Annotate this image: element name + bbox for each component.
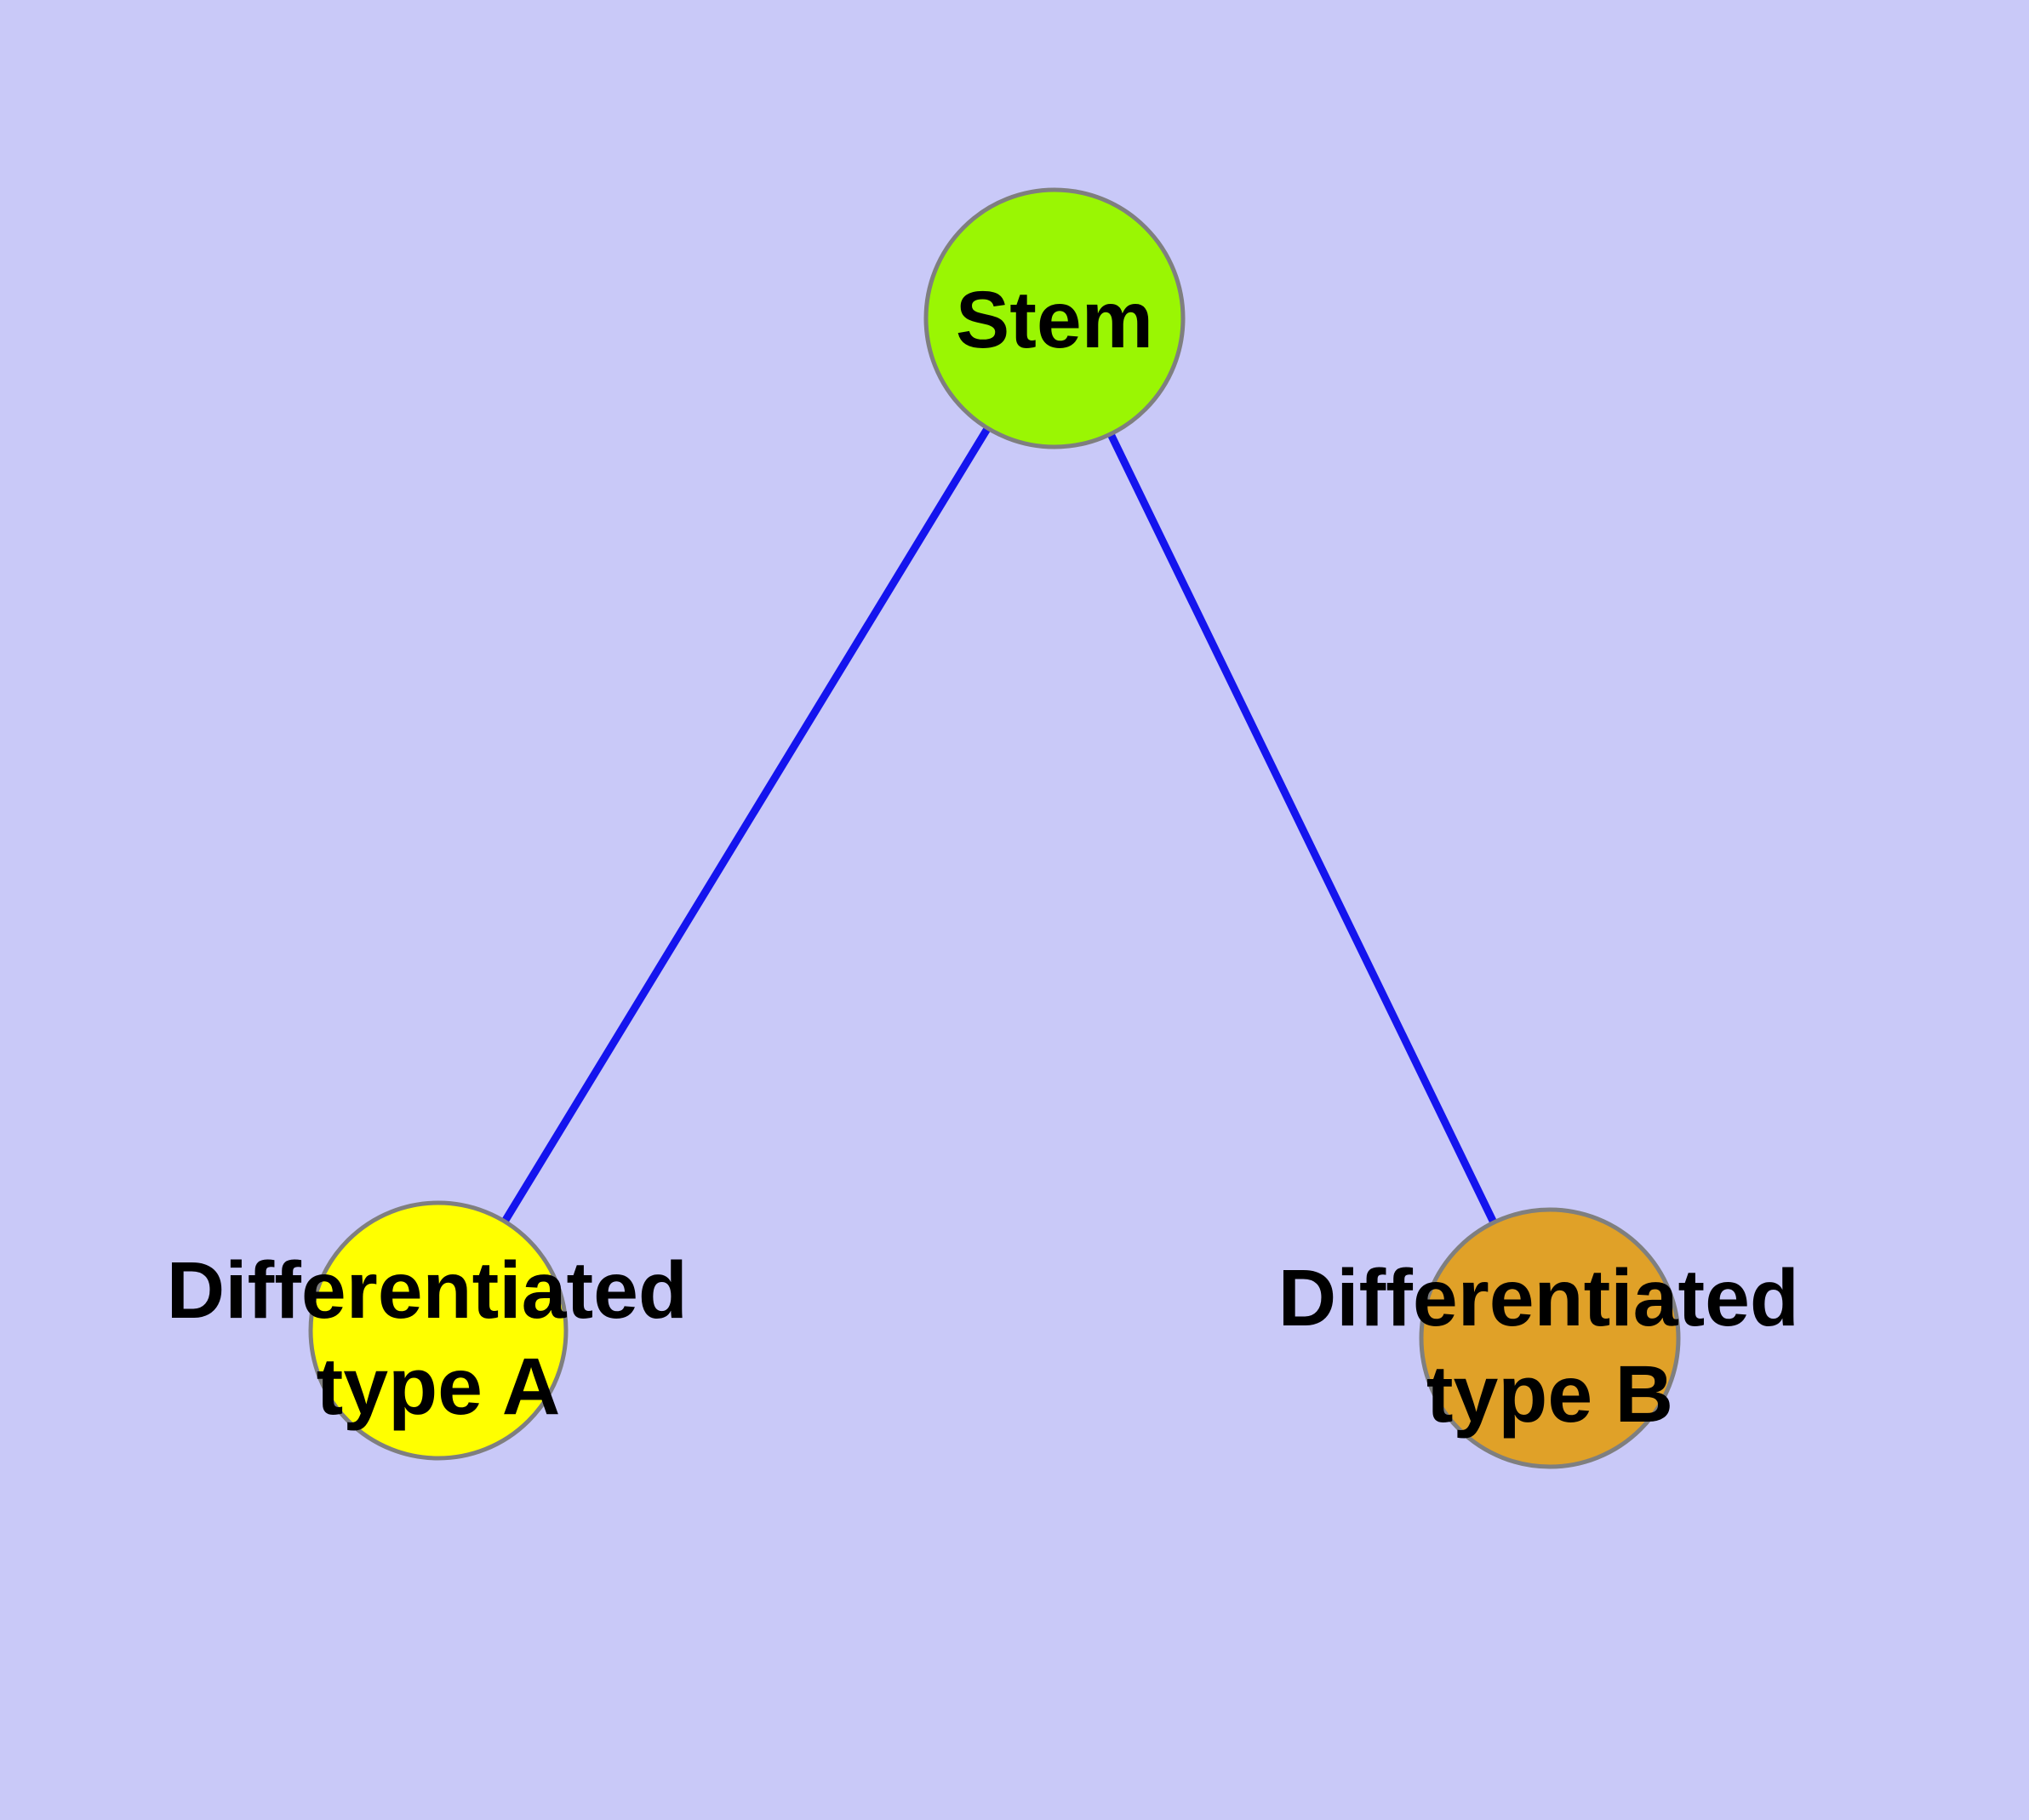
node-type-b-label-line1: Differentiated (1278, 1253, 1799, 1343)
node-type-a-label-line2: type A (317, 1342, 561, 1432)
node-stem-label: Stem (956, 275, 1153, 365)
edge-stem-to-type-a (434, 314, 1059, 1335)
node-type-a-circle (308, 1200, 569, 1461)
node-type-b-label-line2: type B (1426, 1349, 1673, 1439)
edge-stem-to-type-b (1050, 314, 1554, 1342)
node-type-b-circle (1419, 1207, 1681, 1469)
node-type-a-label: Differentiated type A (167, 1245, 711, 1432)
node-type-a-label-line1: Differentiated (167, 1245, 688, 1336)
node-stem-circle (923, 187, 1186, 449)
node-type-b-label: Differentiated type B (1278, 1253, 1822, 1439)
